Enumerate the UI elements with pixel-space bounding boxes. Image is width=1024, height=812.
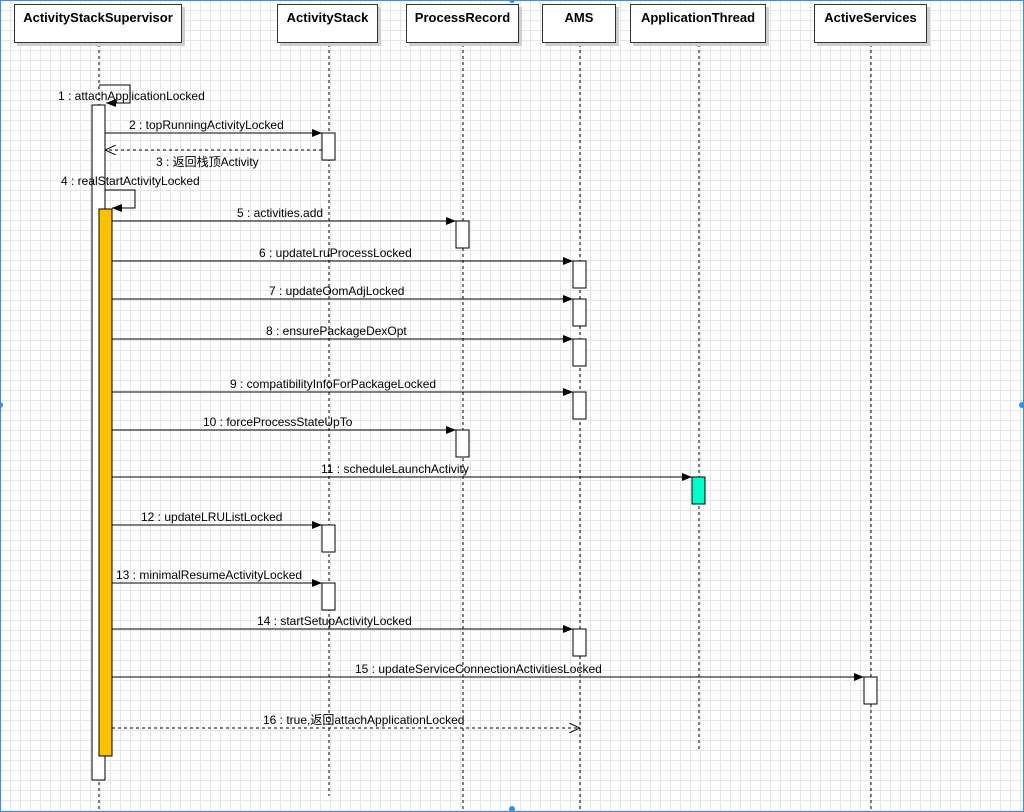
message-label-14: 14 : startSetupActivityLocked (257, 614, 412, 628)
message-2[interactable]: 2 : topRunningActivityLocked (105, 118, 322, 137)
activation-ass-inner[interactable] (98, 208, 113, 757)
activation-ams-3[interactable] (572, 338, 587, 367)
activation-ams-1[interactable] (572, 260, 587, 289)
activation-ams-2[interactable] (572, 298, 587, 327)
message-label-16: 16 : true,返回attachApplicationLocked (263, 713, 464, 727)
message-6[interactable]: 6 : updateLruProcessLocked (112, 246, 573, 265)
message-12[interactable]: 12 : updateLRUListLocked (112, 510, 322, 529)
message-15[interactable]: 15 : updateServiceConnectionActivitiesLo… (112, 662, 864, 681)
activation-pr-1[interactable] (455, 220, 470, 249)
message-label-9: 9 : compatibilityInfoForPackageLocked (230, 377, 436, 391)
message-label-15: 15 : updateServiceConnectionActivitiesLo… (355, 662, 602, 676)
activation-as-2[interactable] (321, 524, 336, 553)
message-arrow-4[interactable] (105, 189, 136, 212)
message-1[interactable]: 1 : attachApplicationLocked (58, 84, 205, 107)
participant-application-thread[interactable]: ApplicationThread (630, 4, 766, 43)
activation-as-3[interactable] (321, 582, 336, 611)
message-13[interactable]: 13 : minimalResumeActivityLocked (112, 568, 322, 587)
participant-ams[interactable]: AMS (542, 4, 616, 43)
message-label-4: 4 : realStartActivityLocked (61, 174, 200, 188)
message-label-1: 1 : attachApplicationLocked (58, 89, 205, 103)
activation-asv-1[interactable] (863, 676, 878, 705)
resize-handle-right[interactable] (1019, 402, 1024, 408)
participant-active-services[interactable]: ActiveServices (814, 4, 927, 43)
message-3[interactable]: 3 : 返回栈顶Activity (105, 150, 322, 169)
message-11[interactable]: 11 : scheduleLaunchActivity (112, 462, 692, 481)
participant-process-record[interactable]: ProcessRecord (406, 4, 519, 43)
activation-pr-2[interactable] (455, 429, 470, 458)
message-8[interactable]: 8 : ensurePackageDexOpt (112, 324, 573, 343)
message-label-3: 3 : 返回栈顶Activity (156, 154, 259, 169)
resize-handle-bottom[interactable] (509, 806, 515, 812)
message-9[interactable]: 9 : compatibilityInfoForPackageLocked (112, 377, 573, 396)
activation-ams-5[interactable] (572, 628, 587, 657)
message-label-12: 12 : updateLRUListLocked (141, 510, 282, 524)
message-10[interactable]: 10 : forceProcessStateUpTo (112, 415, 456, 434)
message-5[interactable]: 5 : activities.add (112, 206, 456, 225)
message-label-8: 8 : ensurePackageDexOpt (266, 324, 407, 338)
message-label-5: 5 : activities.add (237, 206, 323, 220)
message-4[interactable]: 4 : realStartActivityLocked (61, 174, 200, 212)
resize-handle-top[interactable] (509, 0, 515, 3)
participant-activity-stack-supervisor[interactable]: ActivityStackSupervisor (14, 4, 182, 43)
message-label-2: 2 : topRunningActivityLocked (129, 118, 284, 132)
participant-activity-stack[interactable]: ActivityStack (277, 4, 378, 43)
message-7[interactable]: 7 : updateOomAdjLocked (112, 284, 573, 303)
message-label-6: 6 : updateLruProcessLocked (259, 246, 412, 260)
message-label-13: 13 : minimalResumeActivityLocked (116, 568, 302, 582)
activation-at-1[interactable] (691, 476, 706, 505)
message-label-10: 10 : forceProcessStateUpTo (203, 415, 353, 429)
message-16[interactable]: 16 : true,返回attachApplicationLocked (112, 713, 580, 728)
message-arrow-1[interactable] (99, 84, 131, 107)
activation-as-1[interactable] (321, 132, 336, 161)
message-14[interactable]: 14 : startSetupActivityLocked (112, 614, 573, 633)
resize-handle-left[interactable] (0, 402, 3, 408)
message-label-11: 11 : scheduleLaunchActivity (321, 462, 469, 476)
message-label-7: 7 : updateOomAdjLocked (269, 284, 404, 298)
activation-ams-4[interactable] (572, 391, 587, 420)
